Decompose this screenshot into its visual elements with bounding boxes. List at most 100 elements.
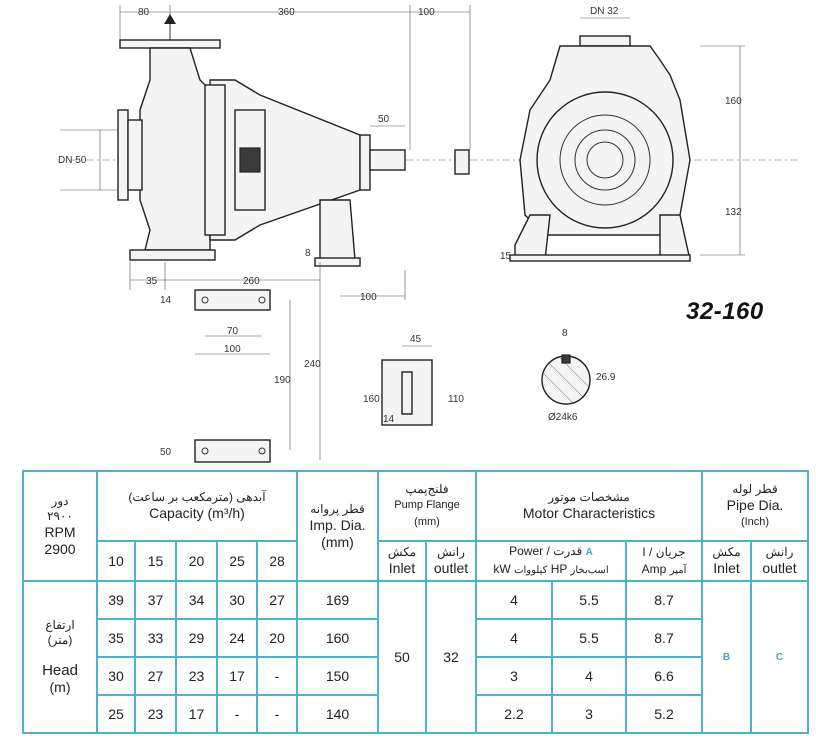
head-fa-unit: (متر) (47, 633, 73, 647)
kw-value: 2.2 (475, 694, 553, 734)
speed-fa-value: ۲۹۰۰ (47, 509, 73, 523)
table-row: ارتفاع (متر) Head (m) 39 37 34 30 27 169… (22, 580, 810, 734)
imp-en: Imp. Dia. (309, 516, 366, 533)
capacity-header: آبدهی (مترمکعب بر ساعت) Capacity (m³/h) (96, 470, 298, 542)
capacity-value: 25 (216, 540, 258, 582)
inlet-en: Inlet (388, 560, 416, 576)
header-row-2: 10 15 20 25 28 مکش Inlet رانش outlet Pow… (23, 540, 810, 582)
head-value: 37 (134, 580, 177, 620)
model-number: 32-160 (686, 298, 764, 325)
dim-360: 360 (278, 7, 295, 18)
head-value: 23 (134, 694, 177, 734)
flange-header: فلنج‌پمپ Pump Flange (mm) (377, 470, 477, 542)
pipe-inlet-value: B (701, 580, 753, 734)
current-fa: جریان (655, 544, 686, 559)
head-value: - (216, 694, 258, 734)
hp-fa: اسب‌بخار (570, 565, 609, 576)
hp-en: HP (550, 562, 568, 576)
head-value: 27 (134, 656, 177, 696)
dim-190: 190 (274, 375, 291, 386)
power-units-line: kW کیلووات HP اسب‌بخار (478, 561, 624, 579)
imp-value: 140 (296, 694, 379, 734)
dim-160-right: 160 (725, 96, 742, 107)
hp-value: 5.5 (551, 618, 627, 658)
amp-fa: آمپر (669, 564, 687, 576)
pipe-outlet-value: C (750, 580, 810, 734)
capacity-value: 20 (175, 540, 218, 582)
dim-8-left: 8 (305, 248, 311, 259)
current-sep: I / (642, 544, 653, 559)
dim-15: 15 (500, 251, 512, 262)
dim-50-left: 50 (160, 447, 172, 458)
flange-unit: (mm) (414, 515, 440, 528)
pipe-inlet-fa: مکش (712, 545, 741, 559)
imp-value: 169 (296, 580, 379, 620)
performance-table: دور ۲۹۰۰ RPM 2900 آبدهی (مترمکعب بر ساعت… (22, 470, 810, 734)
kw-en: kW (493, 562, 511, 576)
pipe-outlet-fa: رانش (765, 545, 794, 559)
rpm-value: 2900 (44, 541, 76, 557)
head-value: 34 (175, 580, 218, 620)
flange-outlet-header: رانش outlet (425, 540, 477, 582)
dim-100-base: 100 (224, 344, 241, 355)
dim-dn50: DN 50 (58, 155, 87, 166)
capacity-value: 28 (256, 540, 298, 582)
pipe-outlet-en: outlet (762, 560, 797, 576)
dim-100-bottom: 100 (360, 292, 377, 303)
capacity-value: 10 (96, 540, 136, 582)
pump-technical-drawing: 80 360 100 DN 50 50 8 35 260 100 14 70 1… (58, 5, 800, 463)
head-value: 30 (216, 580, 258, 620)
capacity-value: 15 (134, 540, 177, 582)
head-value: 35 (96, 618, 136, 658)
dim-100-top: 100 (418, 7, 435, 18)
amp-value: 8.7 (624, 618, 704, 658)
hp-value: 5.5 (551, 580, 627, 620)
head-value: 17 (216, 656, 258, 696)
dim-240: 240 (304, 359, 321, 370)
current-line: I / جریان (628, 544, 700, 561)
head-value: 33 (134, 618, 177, 658)
pipe-fa: قطر لوله (732, 481, 778, 496)
motor-en: Motor Characteristics (522, 505, 656, 521)
head-value: 39 (96, 580, 136, 620)
hp-value: 3 (551, 694, 627, 734)
capacity-en: Capacity (m³/h) (149, 505, 245, 521)
imp-value: 160 (296, 618, 379, 658)
kw-value: 4 (475, 618, 553, 658)
dim-26-9: 26.9 (596, 372, 616, 383)
amp-value: 5.2 (624, 694, 704, 734)
imp-unit: (mm) (321, 533, 354, 550)
amp-line: Amp آمپر (628, 561, 700, 579)
outlet-fa: رانش (437, 545, 465, 559)
dim-45: 45 (410, 334, 422, 345)
head-value: 30 (96, 656, 136, 696)
inlet-fa: مکش (387, 545, 417, 559)
head-value: 23 (175, 656, 218, 696)
imp-value: 150 (296, 656, 379, 696)
hp-value: 4 (551, 656, 627, 696)
power-sep: / (546, 544, 550, 558)
flange-en: Pump Flange (394, 498, 460, 511)
kw-fa: کیلووات (514, 565, 548, 576)
pipe-outlet-header: رانش outlet (750, 540, 810, 582)
capacity-fa: آبدهی (مترمکعب بر ساعت) (128, 490, 266, 504)
dim-132: 132 (725, 207, 742, 218)
dim-50: 50 (378, 114, 390, 125)
power-line: Power / قدرت A (478, 543, 624, 561)
table-row: 30 27 23 17 - 150 3 4 6.6 (23, 656, 808, 696)
table-row: 35 33 29 24 20 160 4 5.5 8.7 (23, 618, 808, 658)
dim-dn32: DN 32 (590, 6, 619, 17)
head-value: - (256, 656, 298, 696)
head-value: 17 (175, 694, 218, 734)
head-value: 27 (256, 580, 298, 620)
pipe-inlet-en: Inlet (713, 560, 740, 576)
head-value: 20 (256, 618, 298, 658)
kw-value: 3 (475, 656, 553, 696)
dim-80: 80 (138, 7, 150, 18)
dim-110: 110 (448, 394, 464, 405)
table-row: 25 23 17 - - 140 2.2 3 5.2 (23, 694, 808, 734)
pipe-unit: (Inch) (740, 515, 770, 528)
head-unit: (m) (49, 679, 71, 695)
speed-header: دور ۲۹۰۰ RPM 2900 (22, 470, 98, 582)
head-value: 24 (216, 618, 258, 658)
